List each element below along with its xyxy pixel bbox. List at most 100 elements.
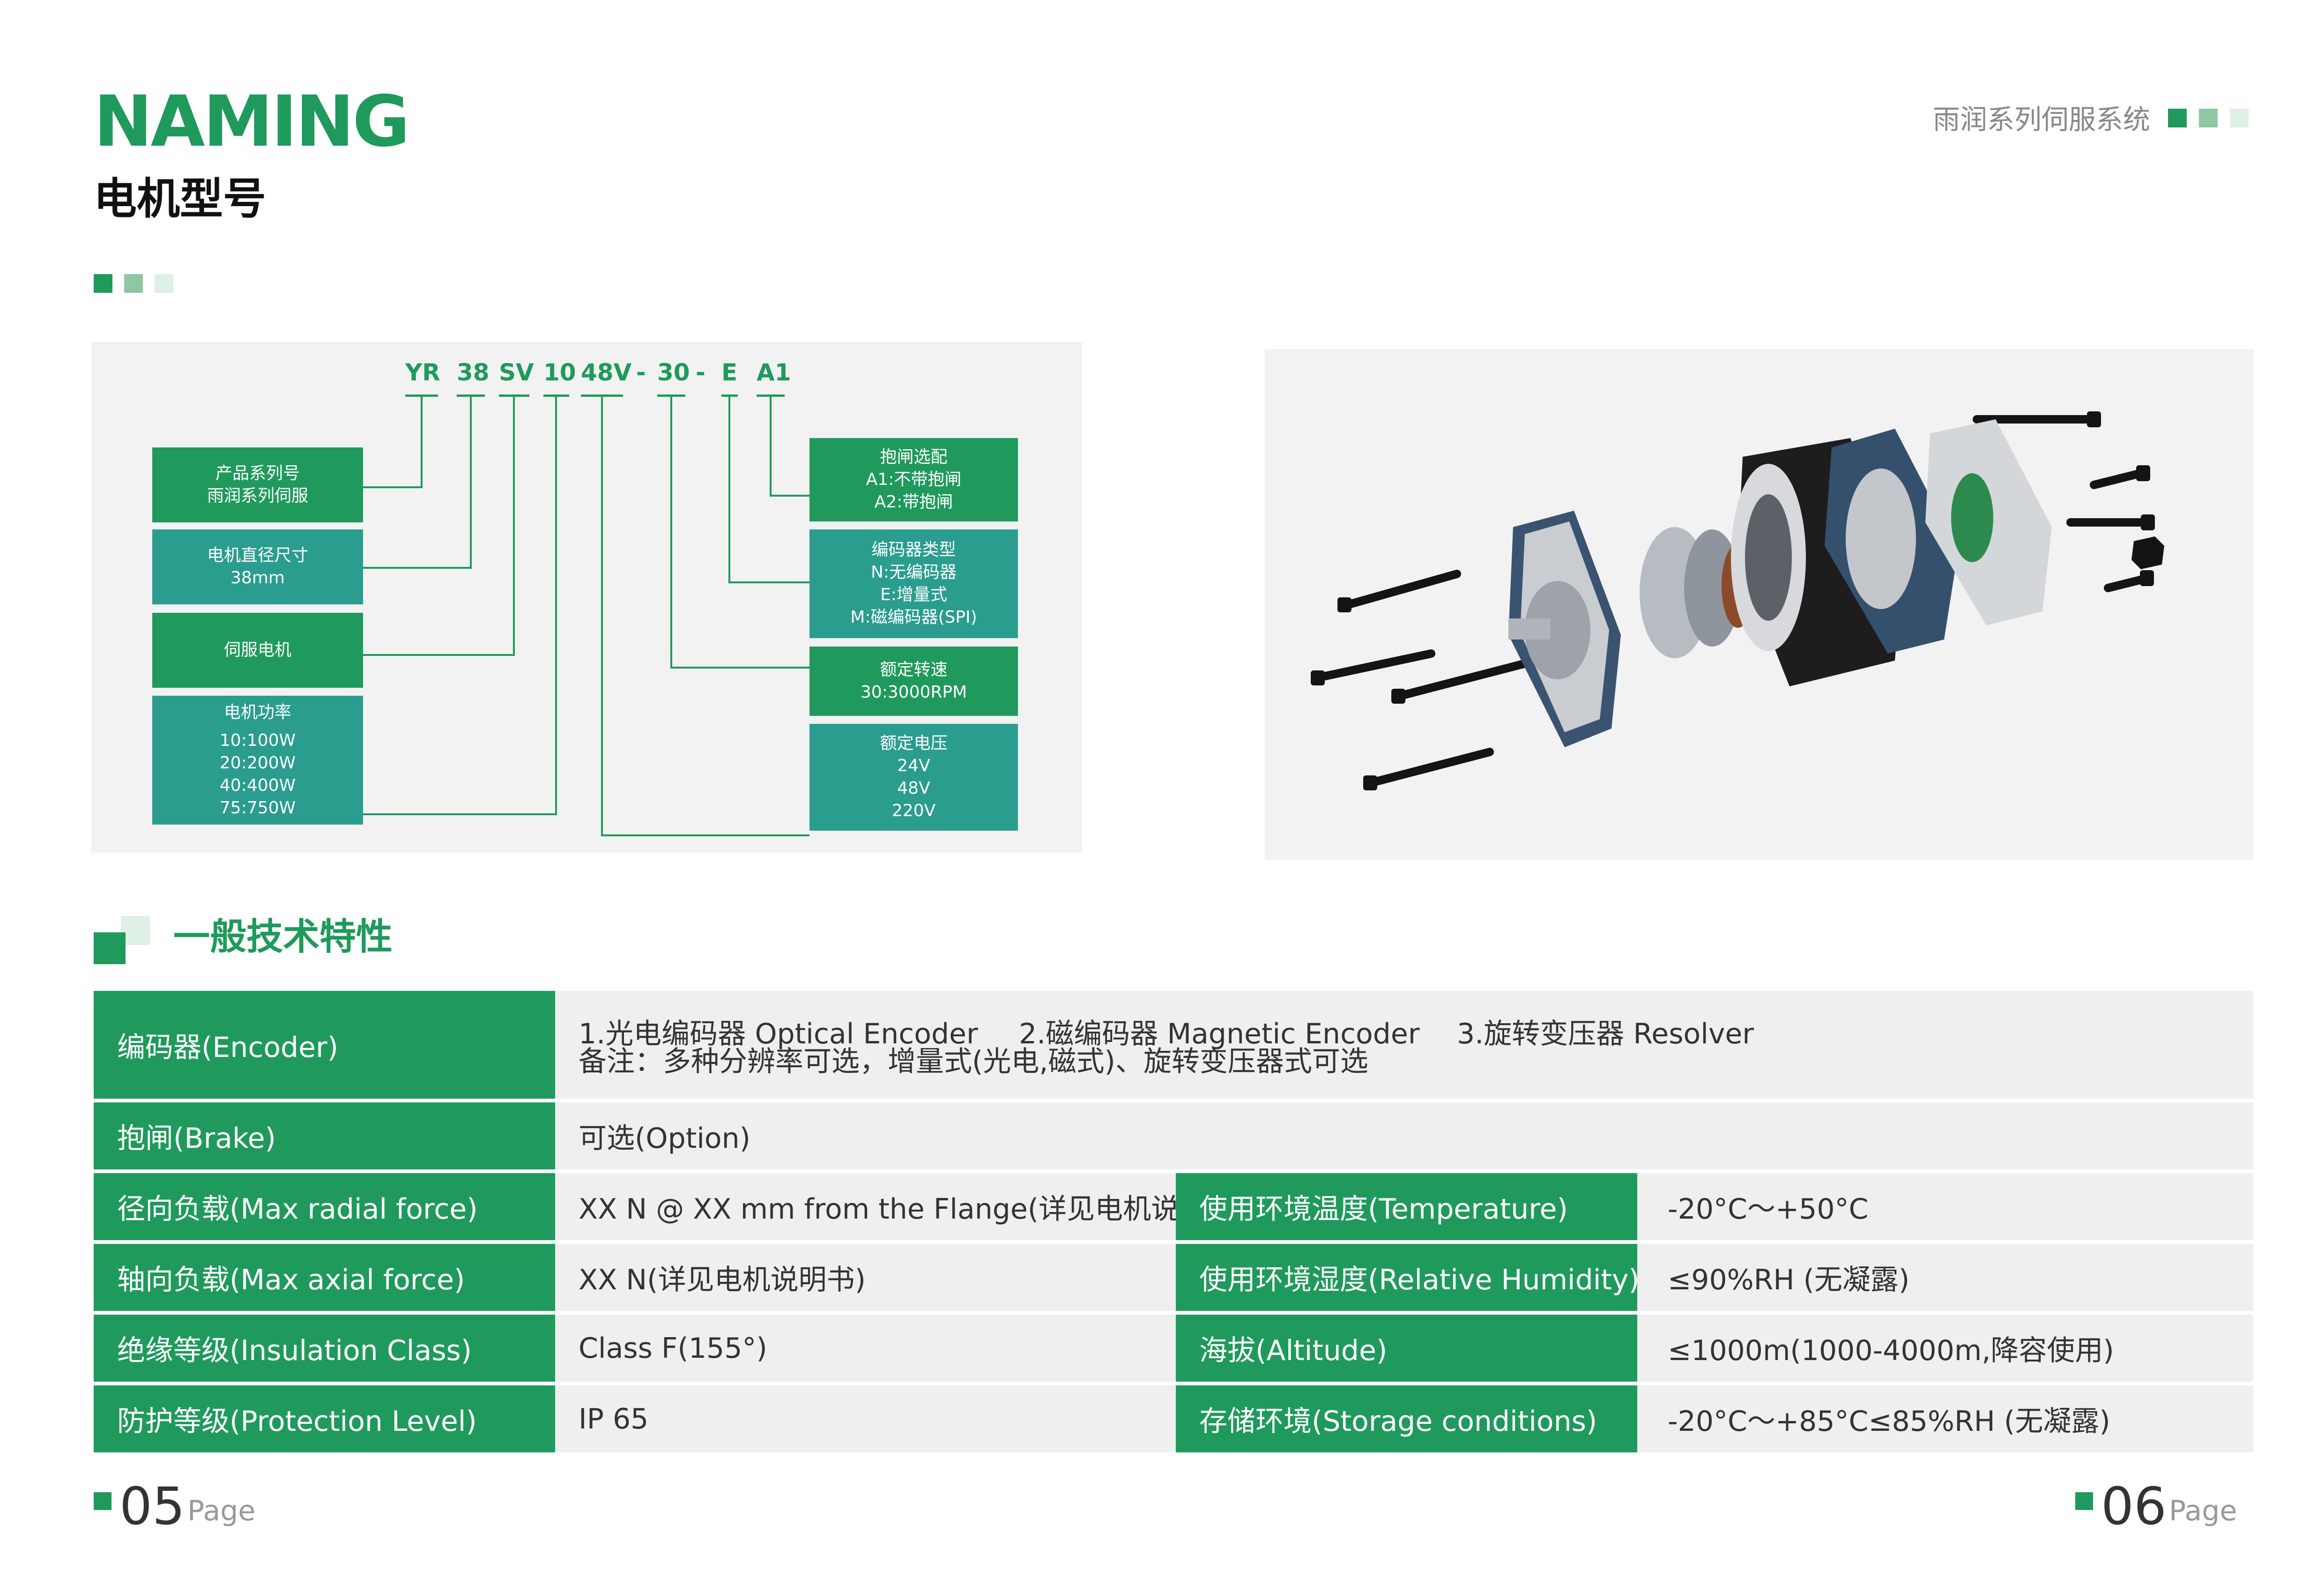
code-underline xyxy=(543,394,569,397)
box-line: A2:带抱闸 xyxy=(874,492,953,512)
screw xyxy=(2090,469,2145,489)
box-line: 75:750W xyxy=(219,798,296,818)
page-title-cn: 电机型号 xyxy=(94,174,267,224)
connector-line xyxy=(601,397,603,836)
screw xyxy=(1368,748,1494,787)
code-underline xyxy=(405,394,438,397)
table-row: 抱闸(Brake) 可选(Option) xyxy=(94,1102,2253,1169)
table-row: 径向负载(Max radial force) XX N @ XX mm from… xyxy=(94,1173,2253,1240)
stator-bore xyxy=(1745,494,1792,621)
code-separator: - xyxy=(696,359,705,386)
connector-line xyxy=(670,667,809,669)
screw-head xyxy=(2136,465,2150,481)
page-label-left: Page xyxy=(187,1495,256,1527)
box-brake-option: 抱闸选配 A1:不带抱闸 A2:带抱闸 xyxy=(809,438,1018,521)
spec-value: Class F(155°) xyxy=(579,1332,767,1365)
decor-square-light xyxy=(2230,109,2249,127)
box-title: 电机直径尺寸 xyxy=(207,546,308,565)
footer-decor-square xyxy=(94,1492,111,1510)
connector-line xyxy=(770,495,809,497)
box-line: M:磁编码器(SPI) xyxy=(850,608,977,627)
box-line: 30:3000RPM xyxy=(860,683,967,702)
spec-label: 使用环境温度(Temperature) xyxy=(1176,1173,1637,1240)
box-line: 220V xyxy=(891,801,936,820)
spec-value: XX N(详见电机说明书) xyxy=(579,1264,866,1296)
box-title: 电机功率 xyxy=(223,702,291,722)
code-part-voltage: 48V xyxy=(581,359,632,386)
box-motor-diameter: 电机直径尺寸 38mm xyxy=(152,529,363,604)
section-title: 一般技术特性 xyxy=(173,916,393,958)
decor-square-dark xyxy=(2168,109,2187,127)
table-row: 绝缘等级(Insulation Class) Class F(155°) 海拔(… xyxy=(94,1315,2253,1382)
page-number-right: 06 xyxy=(2101,1476,2167,1536)
spec-label: 存储环境(Storage conditions) xyxy=(1176,1385,1637,1452)
table-row: 防护等级(Protection Level) IP 65 存储环境(Storag… xyxy=(94,1385,2253,1452)
connector-line xyxy=(363,654,515,656)
box-line: N:无编码器 xyxy=(870,563,957,582)
connector-line xyxy=(421,397,423,488)
code-part-encoder: E xyxy=(721,359,738,386)
box-title: 抱闸选配 xyxy=(880,447,948,467)
decor-square-light xyxy=(155,274,173,293)
spec-value: ≤1000m(1000-4000m,降容使用) xyxy=(1668,1334,2114,1367)
screw xyxy=(1345,570,1461,609)
code-part-diameter: 38 xyxy=(457,359,490,386)
spec-label: 径向负载(Max radial force) xyxy=(94,1173,555,1240)
naming-diagram: YR 38 SV 10 48V - 30 - E A1 产品系列号 雨润系列伺服… xyxy=(91,342,1082,853)
code-underline xyxy=(457,394,485,397)
box-line: 24V xyxy=(897,756,930,775)
code-part-power: 10 xyxy=(543,359,576,386)
encoder-note: 备注：多种分辨率可选，增量式(光电,磁式)、旋转变压器式可选 xyxy=(579,1045,1368,1078)
table-row: 编码器(Encoder) 1.光电编码器 Optical Encoder 2.磁… xyxy=(94,991,2253,1099)
connector-line xyxy=(770,397,772,497)
box-motor-power: 电机功率 10:100W 20:200W 40:400W 75:750W xyxy=(152,696,363,825)
encoder-pcb xyxy=(1951,473,1993,562)
box-title: 编码器类型 xyxy=(871,540,956,559)
code-part-speed: 30 xyxy=(657,359,690,386)
spec-value: -20°C～+50°C xyxy=(1668,1193,1869,1226)
box-line: 雨润系列伺服 xyxy=(207,486,308,506)
page-number-left: 05 xyxy=(119,1476,185,1536)
code-part-series: YR xyxy=(405,359,440,386)
front-flange-bore xyxy=(1525,581,1590,679)
screw-head xyxy=(1311,670,1325,685)
code-underline xyxy=(581,394,623,397)
screw-head xyxy=(1391,689,1405,704)
box-line: E:增量式 xyxy=(880,585,947,604)
code-underline xyxy=(657,394,685,397)
spec-value: XX N @ XX mm from the Flange(详见电机说明书) xyxy=(579,1193,1247,1226)
screw-head xyxy=(2140,570,2154,586)
spec-label: 轴向负载(Max axial force) xyxy=(94,1244,555,1311)
box-line: 40:400W xyxy=(219,775,296,795)
connector-line xyxy=(555,397,557,815)
box-line: 10:100W xyxy=(219,730,296,750)
connector-line xyxy=(513,397,515,656)
box-line: 38mm xyxy=(230,568,285,588)
code-underline xyxy=(757,394,785,397)
connector-line xyxy=(363,813,557,815)
spec-label: 海拔(Altitude) xyxy=(1176,1315,1637,1382)
code-part-type: SV xyxy=(499,359,534,386)
connector-line xyxy=(363,486,423,488)
nut xyxy=(2131,536,2164,569)
spec-label: 使用环境湿度(Relative Humidity) xyxy=(1176,1244,1640,1311)
box-rated-voltage: 额定电压 24V 48V 220V xyxy=(809,724,1018,831)
screw xyxy=(2104,574,2150,592)
screw-head xyxy=(2141,514,2155,530)
spec-value: -20°C～+85°C≤85%RH (无凝露) xyxy=(1668,1405,2110,1438)
box-title: 产品系列号 xyxy=(215,464,300,483)
box-title: 伺服电机 xyxy=(223,640,291,660)
page-label-right: Page xyxy=(2169,1495,2237,1527)
code-underline xyxy=(499,394,529,397)
motor-exploded-illustration xyxy=(1311,411,2164,790)
connector-line xyxy=(670,397,672,669)
encoder-options: 1.光电编码器 Optical Encoder 2.磁编码器 Magnetic … xyxy=(579,1011,2218,1050)
box-encoder-type: 编码器类型 N:无编码器 E:增量式 M:磁编码器(SPI) xyxy=(809,529,1018,638)
rear-cover-bore xyxy=(1846,469,1916,609)
page-title-en: NAMING xyxy=(94,81,410,163)
screw xyxy=(1396,659,1531,700)
decor-square-mid xyxy=(124,274,143,293)
box-product-series: 产品系列号 雨润系列伺服 xyxy=(152,447,363,522)
code-separator: - xyxy=(636,359,646,386)
table-row: 轴向负载(Max axial force) XX N(详见电机说明书) 使用环境… xyxy=(94,1244,2253,1311)
